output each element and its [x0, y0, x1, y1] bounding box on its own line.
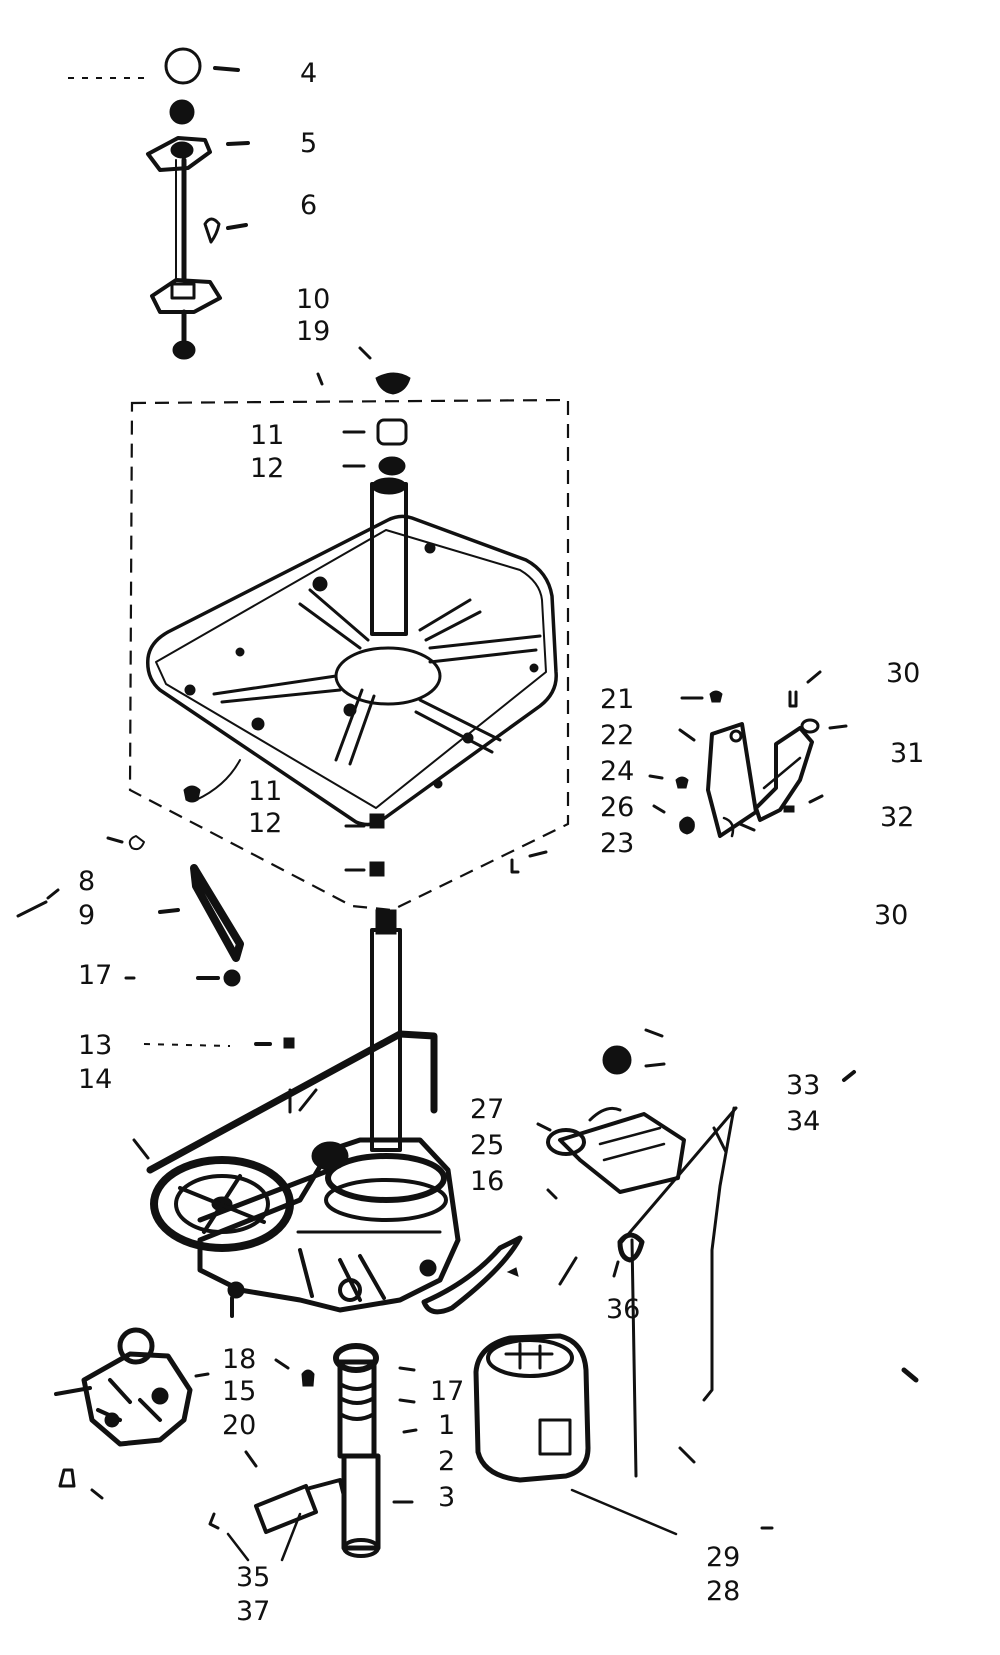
mounting-plate	[146, 477, 558, 827]
callout-6: 6	[300, 190, 317, 221]
callout-32: 32	[880, 802, 914, 833]
part-5-6-shaft-assembly	[146, 99, 250, 360]
callout-18: 18	[222, 1344, 256, 1375]
transmission-base	[132, 909, 461, 1318]
callout-17-lower: 17	[430, 1376, 464, 1407]
callout-15: 15	[222, 1376, 256, 1407]
part-15-pump	[54, 1327, 315, 1500]
callout-28: 28	[706, 1576, 740, 1607]
callout-25: 25	[470, 1130, 504, 1161]
callout-12-lower: 12	[248, 808, 282, 839]
callout-8: 8	[78, 866, 95, 897]
callout-19: 19	[296, 316, 330, 347]
callout-36: 36	[606, 1294, 640, 1325]
callout-2: 2	[438, 1446, 455, 1477]
part-11-12-lower	[183, 759, 385, 877]
callout-20: 20	[222, 1410, 256, 1441]
callout-33: 33	[786, 1070, 820, 1101]
callout-35: 35	[236, 1562, 270, 1593]
callout-31: 31	[890, 738, 924, 769]
callout-29: 29	[706, 1542, 740, 1573]
callout-16: 16	[470, 1166, 504, 1197]
transmission-frame-outline	[128, 398, 570, 912]
callout-24: 24	[600, 756, 634, 787]
callout-11: 11	[250, 420, 284, 451]
callout-12: 12	[250, 453, 284, 484]
callout-30-lower: 30	[874, 900, 908, 931]
callout-30: 30	[886, 658, 920, 689]
callout-4: 4	[300, 58, 317, 89]
callout-37: 37	[236, 1596, 270, 1627]
callout-5: 5	[300, 128, 317, 159]
callout-14: 14	[78, 1064, 112, 1095]
callout-26: 26	[600, 792, 634, 823]
callout-9: 9	[78, 900, 95, 931]
brake-bracket-parts	[510, 670, 848, 874]
callout-11-lower: 11	[248, 776, 282, 807]
part-1-2-3-valve	[208, 1343, 418, 1562]
callout-23: 23	[600, 828, 634, 859]
part-28-motor	[473, 1333, 774, 1536]
part-4-ball	[68, 47, 240, 85]
callout-17: 17	[78, 960, 112, 991]
callout-21: 21	[600, 684, 634, 715]
part-10-19-cap	[316, 346, 411, 476]
part-8-9-belt	[16, 835, 244, 987]
callout-10: 10	[296, 284, 330, 315]
callout-34: 34	[786, 1106, 820, 1137]
callout-13: 13	[78, 1030, 112, 1061]
callout-1: 1	[438, 1410, 455, 1441]
callout-27: 27	[470, 1094, 504, 1125]
callout-22: 22	[600, 720, 634, 751]
callout-3: 3	[438, 1482, 455, 1513]
drive-bracket-parts	[421, 1028, 919, 1478]
callout-labels: 4 5 6 10 19 11 12 11 12 8 9 17 13 14 21 …	[78, 58, 924, 1627]
